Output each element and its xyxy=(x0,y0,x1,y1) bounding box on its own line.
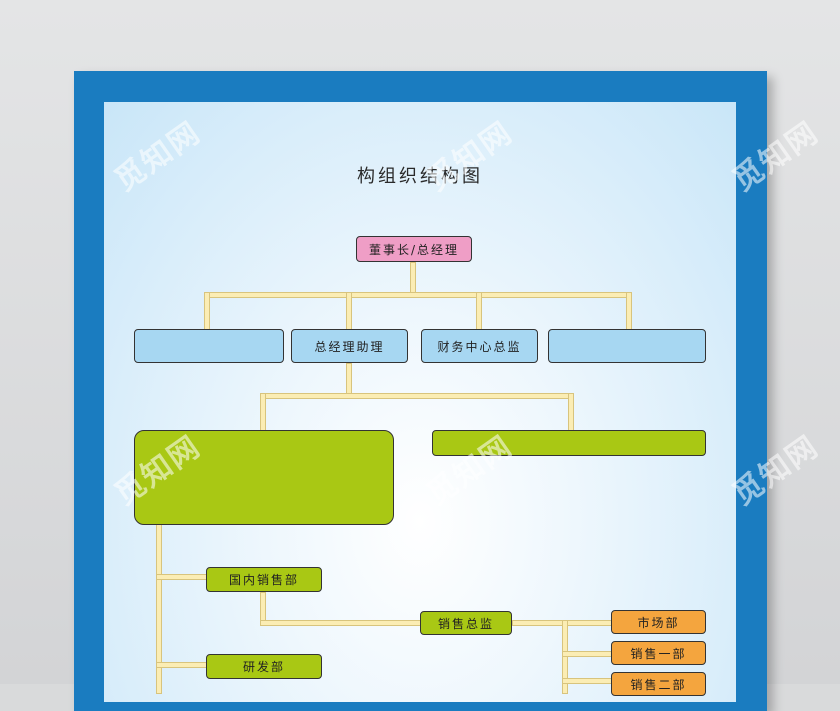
node-ceo: 董事长/总经理 xyxy=(356,236,472,262)
node-gm-assistant: 总经理助理 xyxy=(291,329,408,363)
node-level3-left xyxy=(134,430,394,525)
connector xyxy=(204,292,632,298)
node-level3-right xyxy=(432,430,706,456)
connector xyxy=(562,651,612,657)
chart-title: 构组织结构图 xyxy=(357,166,483,187)
node-sales-two: 销售二部 xyxy=(611,672,706,696)
node-sales-one: 销售一部 xyxy=(611,641,706,665)
connector xyxy=(260,620,422,626)
connector xyxy=(346,363,352,396)
connector xyxy=(410,262,416,295)
node-domestic-sales: 国内销售部 xyxy=(206,567,322,592)
connector xyxy=(626,292,632,330)
node-level2-1 xyxy=(134,329,284,363)
node-level2-4 xyxy=(548,329,706,363)
node-market: 市场部 xyxy=(611,610,706,634)
connector xyxy=(156,574,208,580)
poster-board xyxy=(104,102,736,702)
node-rnd: 研发部 xyxy=(206,654,322,679)
connector xyxy=(476,292,482,330)
connector xyxy=(568,393,574,431)
connector xyxy=(260,393,266,431)
connector xyxy=(156,524,162,694)
connector xyxy=(346,292,352,330)
connector xyxy=(204,292,210,330)
connector xyxy=(260,393,574,399)
connector xyxy=(562,678,612,684)
node-finance-director: 财务中心总监 xyxy=(421,329,538,363)
connector xyxy=(156,662,208,668)
node-sales-director: 销售总监 xyxy=(420,611,512,635)
